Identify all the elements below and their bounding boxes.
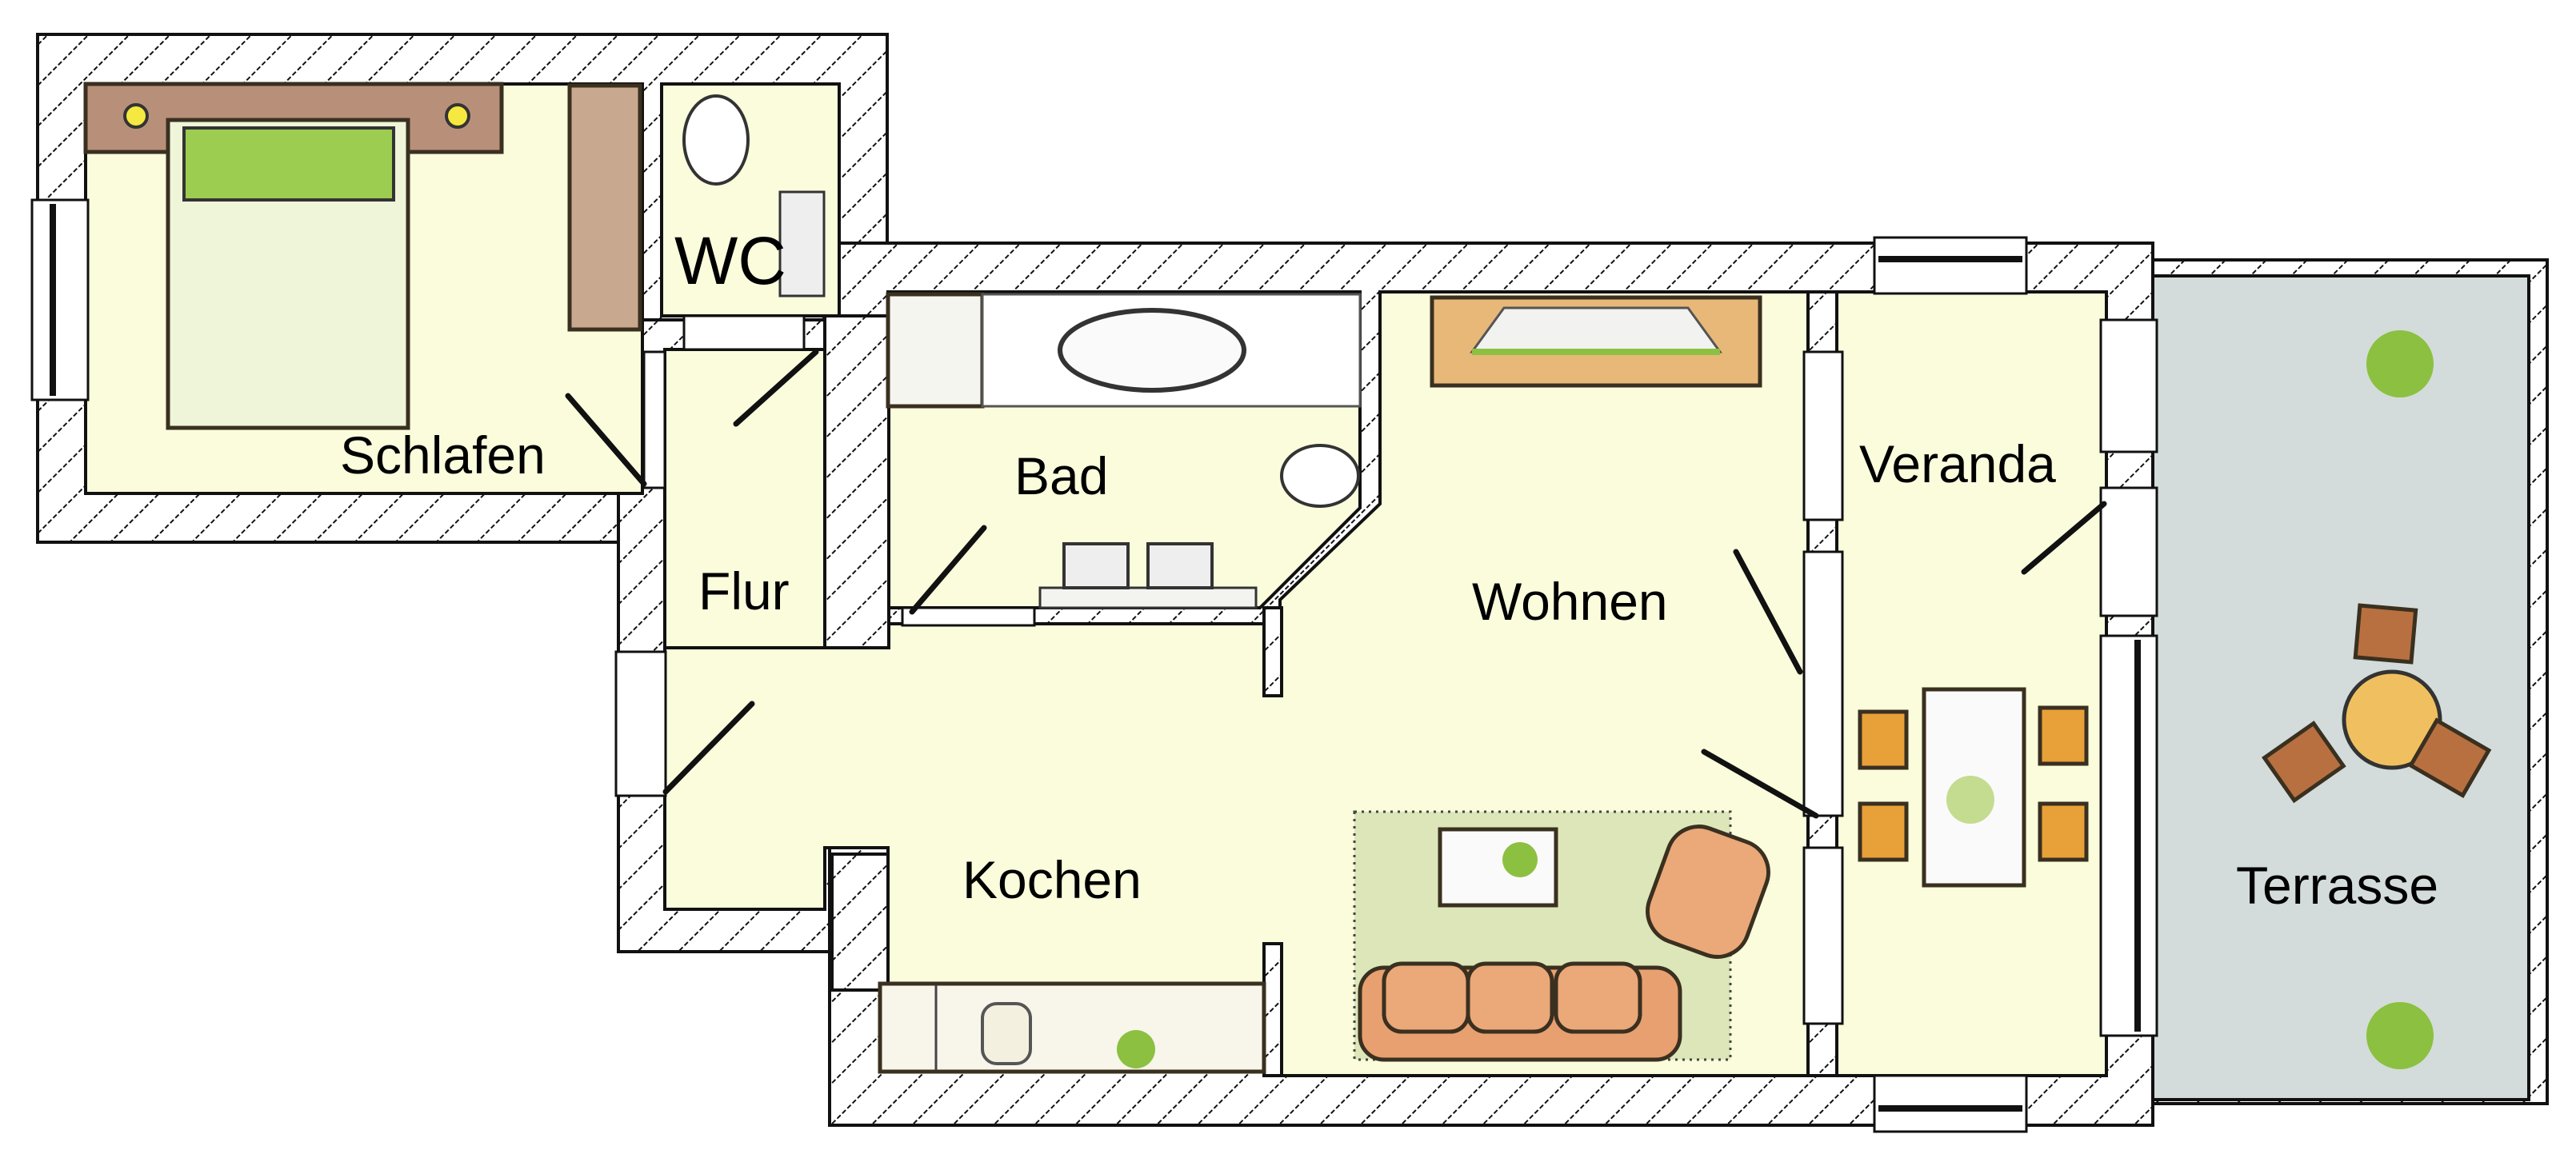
- room-veranda: [1835, 290, 2108, 1077]
- chair-veranda-3: [2038, 705, 2089, 766]
- chair-terrace-2: [2262, 721, 2346, 804]
- toilet-wc: [682, 94, 750, 186]
- label-flur: Flur: [698, 561, 790, 621]
- armchair: [1646, 825, 1770, 959]
- toilet-bad: [1280, 444, 1360, 508]
- door-swings: [565, 349, 2107, 819]
- kitchen-counter: [878, 981, 1266, 1074]
- furniture: [83, 82, 2492, 1074]
- door-wc: [682, 314, 806, 351]
- window-wohnen-3: [1802, 846, 1844, 1025]
- window-schlafen: [30, 198, 90, 401]
- window-flur: [614, 650, 667, 797]
- window-veranda-terrace-2: [2099, 486, 2158, 617]
- room-labels: Schlafen WC Flur Bad Wohnen Kochen Veran…: [340, 223, 2438, 915]
- door-schlafen: [642, 350, 666, 489]
- door-bad: [901, 606, 1036, 627]
- window-veranda-terrace-1: [2099, 318, 2158, 453]
- kitchen-sink: [981, 1002, 1032, 1065]
- window-wohnen-2: [1802, 550, 1844, 817]
- bathtub-basin: [1058, 308, 1246, 393]
- chair-veranda-2: [1858, 801, 1909, 862]
- label-wohnen: Wohnen: [1472, 572, 1668, 631]
- coffee-table: [1438, 827, 1558, 908]
- chair-veranda-1: [1858, 709, 1909, 770]
- windows: [30, 198, 2158, 1133]
- label-bad: Bad: [1014, 446, 1108, 505]
- label-veranda: Veranda: [1859, 434, 2056, 493]
- chair-terrace-1: [2353, 603, 2418, 665]
- sink-bad-2: [1146, 542, 1214, 589]
- window-veranda-top: [1873, 236, 2028, 295]
- label-schlafen: Schlafen: [340, 425, 546, 485]
- label-kochen: Kochen: [962, 850, 1142, 909]
- plant-dining-icon: [1946, 776, 1994, 824]
- sink-wc: [778, 190, 826, 297]
- plant-coffee-table-icon: [1502, 842, 1538, 877]
- plant-terrace-bottom-icon: [2366, 1002, 2434, 1069]
- sofa: [1358, 961, 1682, 1062]
- wardrobe: [567, 83, 642, 332]
- vanity: [1038, 586, 1258, 609]
- sink-bad-1: [1062, 542, 1130, 589]
- shower: [886, 292, 985, 409]
- chair-terrace-3: [2408, 717, 2492, 798]
- round-table: [2342, 669, 2442, 770]
- label-wc: WC: [674, 223, 786, 298]
- bed-pillow: [182, 126, 395, 202]
- window-veranda-terrace-3: [2099, 634, 2158, 1037]
- chair-veranda-4: [2038, 801, 2089, 862]
- plant-terrace-top-icon: [2366, 330, 2434, 397]
- window-wohnen-1: [1802, 350, 1844, 521]
- label-terrasse: Terrasse: [2236, 856, 2438, 915]
- plant-kitchen-icon: [1117, 1030, 1155, 1068]
- lamp-right-icon: [445, 103, 470, 129]
- lamp-left-icon: [123, 103, 149, 129]
- window-veranda-bottom: [1873, 1074, 2028, 1133]
- room-terrasse: [2151, 274, 2530, 1101]
- tv: [1470, 306, 1722, 353]
- floors: [84, 82, 2530, 1101]
